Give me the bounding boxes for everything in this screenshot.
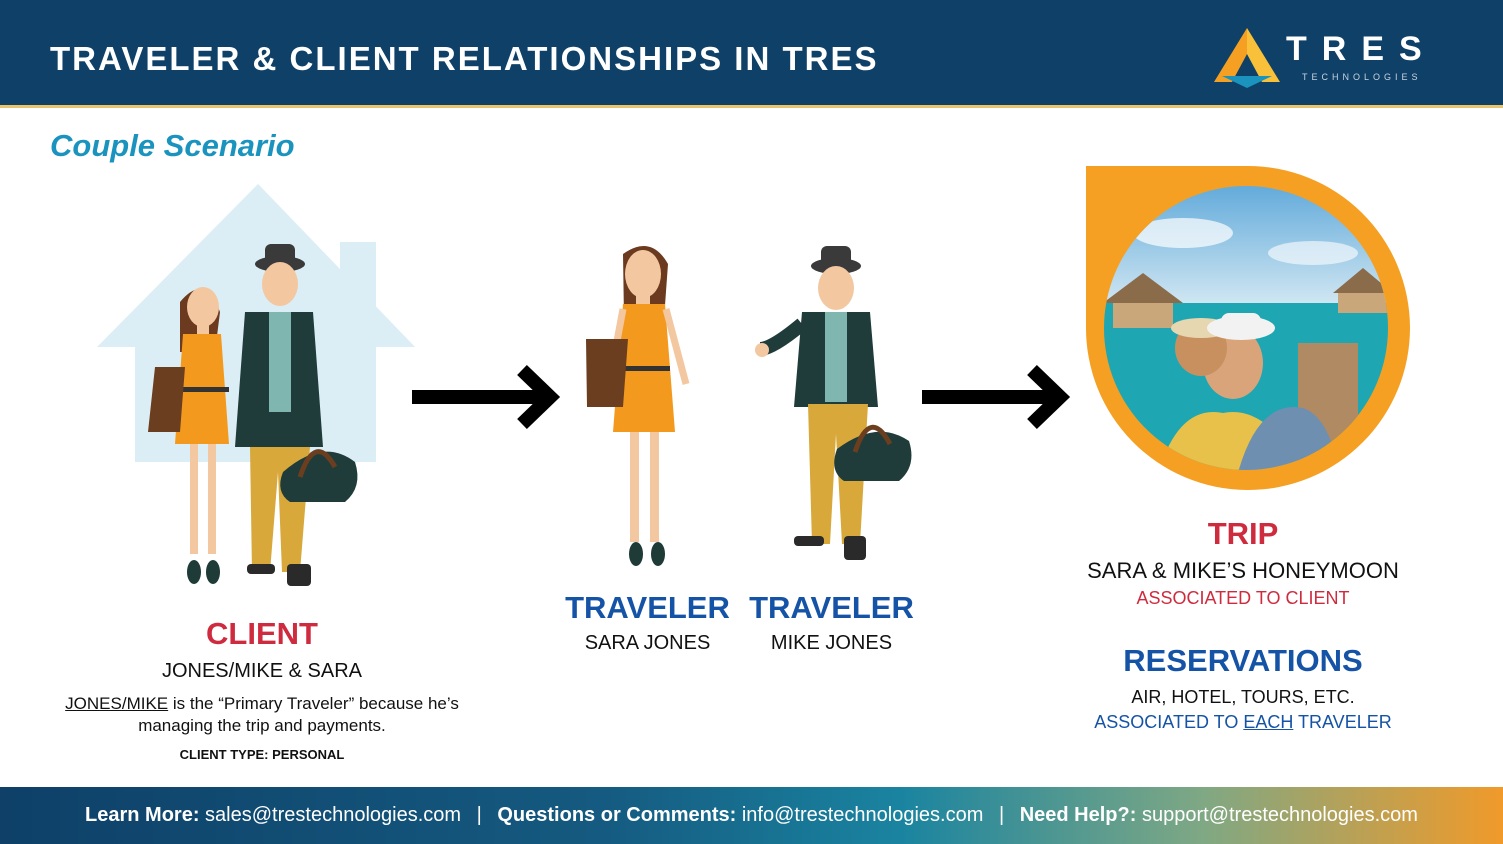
primary-traveler-name: JONES/MIKE [65, 694, 169, 713]
woman-figure-icon [148, 287, 229, 584]
footer-bar: Learn More: sales@trestechnologies.com |… [0, 787, 1503, 844]
reservations-association: ASSOCIATED TO EACH TRAVELER [1094, 712, 1392, 732]
logo-wordmark: TRES [1286, 30, 1437, 68]
logo-subtext: TECHNOLOGIES [1302, 72, 1422, 82]
arrow-right-icon [412, 364, 561, 430]
couple-house-illustration [97, 184, 415, 586]
reservations-items: AIR, HOTEL, TOURS, ETC. [1131, 687, 1355, 707]
client-note: JONES/MIKE is the “Primary Traveler” bec… [65, 694, 459, 735]
info-email-link[interactable]: info@trestechnologies.com [736, 804, 984, 826]
arrow-right-icon [922, 364, 1071, 430]
reservations-heading: RESERVATIONS [1123, 643, 1363, 678]
logo-triangle-icon [1214, 28, 1280, 88]
traveler-name: MIKE JONES [770, 632, 893, 654]
client-section: CLIENT JONES/MIKE & SARA JONES/MIKE is t… [60, 616, 464, 762]
man-figure-icon [235, 244, 358, 586]
traveler-section-sara: TRAVELER SARA JONES [560, 590, 735, 655]
traveler-name: SARA JONES [584, 632, 711, 654]
man-traveler-illustration [755, 246, 912, 560]
tres-logo: TRES TECHNOLOGIES [1212, 24, 1442, 88]
page-title: TRAVELER & CLIENT RELATIONSHIPS IN TRES [50, 40, 879, 77]
sales-email-link[interactable]: sales@trestechnologies.com [199, 804, 462, 826]
traveler-heading: TRAVELER [565, 590, 730, 625]
trip-section: TRIP SARA & MIKE’S HONEYMOON ASSOCIATED … [1060, 516, 1426, 609]
trip-name: SARA & MIKE’S HONEYMOON [1087, 558, 1399, 583]
support-email-link[interactable]: support@trestechnologies.com [1136, 804, 1418, 826]
trip-photo-frame [1085, 165, 1410, 490]
reservations-section: RESERVATIONS AIR, HOTEL, TOURS, ETC. ASS… [1060, 643, 1426, 733]
traveler-section-mike: TRAVELER MIKE JONES [744, 590, 919, 655]
header-bar: TRAVELER & CLIENT RELATIONSHIPS IN TRES … [0, 0, 1503, 108]
traveler-heading: TRAVELER [749, 590, 914, 625]
trip-heading: TRIP [1207, 516, 1279, 551]
trip-association: ASSOCIATED TO CLIENT [1136, 588, 1350, 608]
client-type: CLIENT TYPE: PERSONAL [179, 747, 345, 762]
client-name: JONES/MIKE & SARA [161, 660, 363, 682]
client-heading: CLIENT [206, 616, 318, 651]
woman-traveler-illustration [586, 246, 690, 566]
scenario-subtitle: Couple Scenario [50, 128, 295, 163]
